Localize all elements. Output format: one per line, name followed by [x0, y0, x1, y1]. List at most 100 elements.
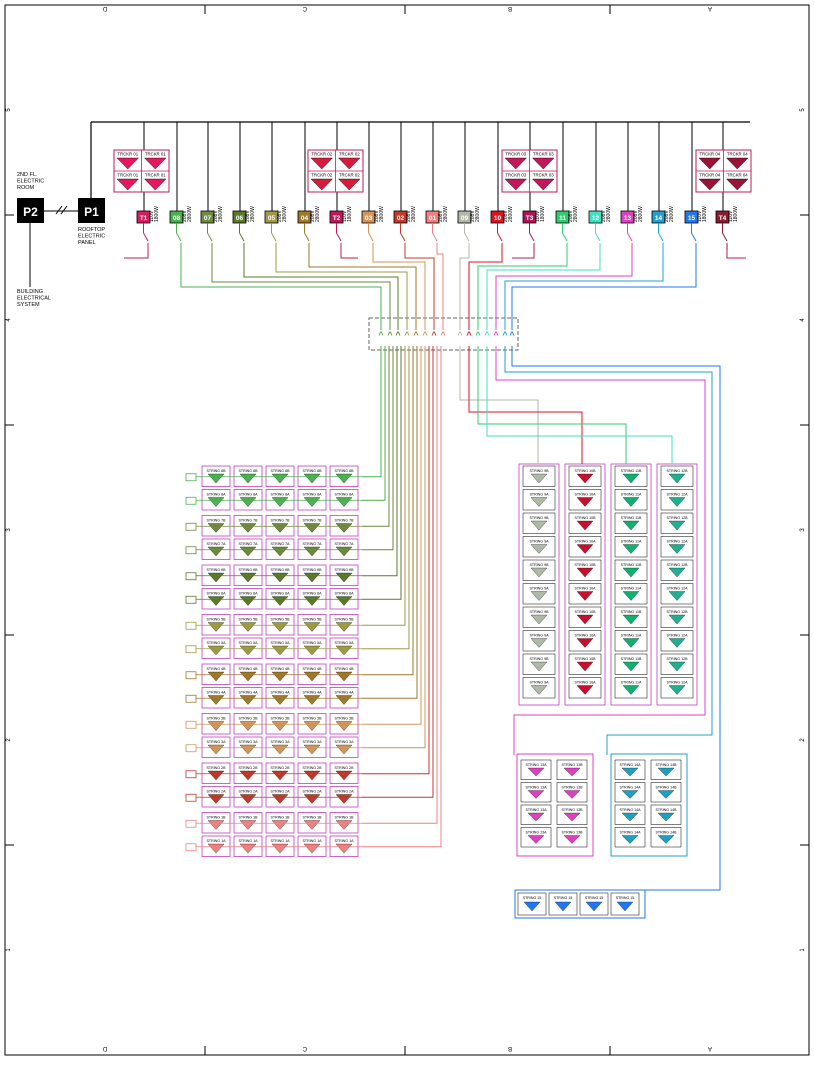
string-label: STRING 6B: [303, 568, 323, 572]
string-triangle: [335, 546, 353, 557]
string-label: STRING 9A: [530, 493, 550, 497]
string-triangle: [530, 544, 548, 554]
string-label: STRING 2A: [239, 790, 259, 794]
string-label: STRING 11B: [621, 563, 642, 567]
string-triangle: [335, 794, 353, 804]
tracker-triangle: [338, 178, 361, 191]
string-label: STRING 3B: [207, 717, 227, 721]
string-label: STRING 5B: [271, 618, 291, 622]
breaker-id-label: 03: [365, 215, 373, 222]
group13-frame: [516, 753, 594, 857]
string-label: STRING 6A: [239, 592, 259, 596]
string-triangle: [576, 638, 594, 648]
string-loop: [185, 819, 197, 828]
string-label: STRING 7A: [207, 542, 227, 546]
string-label: STRING 7B: [207, 519, 227, 523]
string-label: STRING 14B: [656, 763, 678, 767]
string-label: STRING 9A: [530, 587, 550, 591]
string-label: STRING 1B: [335, 816, 355, 820]
string-label: STRING 1A: [207, 839, 227, 843]
string-label: STRING 7A: [271, 542, 291, 546]
tracker-label: TRCKR 02: [339, 173, 360, 178]
string-triangle: [563, 835, 581, 844]
string-triangle: [668, 661, 686, 672]
string-triangle: [239, 523, 257, 533]
string-label: STRING 6A: [303, 592, 323, 596]
tracker-label: TRCKR 01: [117, 152, 138, 157]
border-row-label-left: 2: [6, 738, 12, 742]
junction-chevron: ^: [422, 330, 428, 340]
string-label: STRING 14A: [620, 808, 642, 812]
string-label: STRING 1B: [271, 816, 291, 820]
string-label: STRING 3A: [303, 740, 323, 744]
string-column-frame: [564, 463, 606, 706]
breaker-wattage: 2800W: [443, 206, 449, 222]
switch-blade: [336, 232, 342, 242]
p1-room-text: PANEL: [78, 240, 96, 246]
string-loop: [185, 522, 197, 531]
string-label: STRING 10A: [575, 493, 597, 497]
string-triangle: [303, 497, 321, 507]
string-label: STRING 1A: [271, 839, 291, 843]
string-triangle: [271, 497, 289, 507]
string-triangle: [303, 695, 321, 705]
tracker-feed: [512, 250, 535, 259]
string-label: STRING 3A: [271, 740, 291, 744]
string-label: STRING 11A: [621, 587, 642, 591]
breaker-id-label: 08: [173, 215, 181, 222]
string-triangle: [207, 473, 225, 484]
string-feed: [362, 346, 434, 798]
string-triangle: [239, 497, 257, 507]
tracker-triangle: [698, 178, 721, 191]
breaker-wattage: 1800W: [154, 206, 160, 222]
string-label: STRING 4B: [335, 667, 355, 671]
breaker-wattage: 2800W: [638, 206, 644, 222]
breaker-to-junction: [477, 250, 568, 330]
tracker-triangle: [532, 178, 555, 191]
string-triangle: [271, 820, 289, 830]
string-triangle: [207, 820, 225, 830]
string-label: STRING 11A: [621, 681, 642, 685]
breaker-id-label: 04: [301, 215, 309, 222]
string-label: STRING 4A: [271, 691, 291, 695]
string-label: STRING 9B: [530, 563, 550, 567]
string-triangle: [303, 473, 321, 484]
string-label: STRING 8A: [207, 493, 227, 497]
sheet-border: [4, 4, 810, 1056]
breaker-id-label: T2: [333, 215, 341, 222]
tracker-label: TRCKR 02: [311, 173, 332, 178]
switch-blade: [271, 232, 277, 242]
string-label: STRING 3A: [335, 740, 355, 744]
string-triangle: [335, 596, 353, 606]
string-label: STRING 5A: [335, 641, 355, 645]
string-label: STRING 9B: [530, 610, 550, 614]
string-label: STRING 4A: [239, 691, 259, 695]
tracker-label: TRCKR 04: [727, 152, 748, 157]
string-triangle: [576, 497, 594, 507]
string-triangle: [239, 721, 257, 731]
string-feed: [362, 346, 422, 725]
string-feed: [362, 346, 430, 775]
string-column-frame: [610, 463, 652, 706]
string-label: STRING 9B: [530, 516, 550, 520]
junction-chevron: ^: [475, 330, 481, 340]
string-triangle: [271, 671, 289, 682]
breaker-to-junction: [459, 250, 470, 330]
string-triangle: [271, 622, 289, 632]
string-column-feed: [459, 346, 539, 464]
string-triangle: [303, 770, 321, 781]
border-col-label-top: A: [708, 5, 712, 11]
string-label: STRING 7B: [335, 519, 355, 523]
breaker-wattage: 2800W: [475, 206, 481, 222]
string-label: STRING 14A: [620, 831, 642, 835]
switch-blade: [562, 232, 568, 242]
string-label: STRING 11B: [621, 657, 642, 661]
tracker-triangle: [116, 178, 139, 191]
string-label: STRING 13A: [526, 786, 548, 790]
string-triangle: [239, 473, 257, 484]
string-triangle: [530, 661, 548, 672]
breaker-voltage: 208V: [438, 210, 444, 222]
tracker-label: TRCKR 02: [311, 152, 332, 157]
breaker-to-junction: [275, 250, 408, 330]
